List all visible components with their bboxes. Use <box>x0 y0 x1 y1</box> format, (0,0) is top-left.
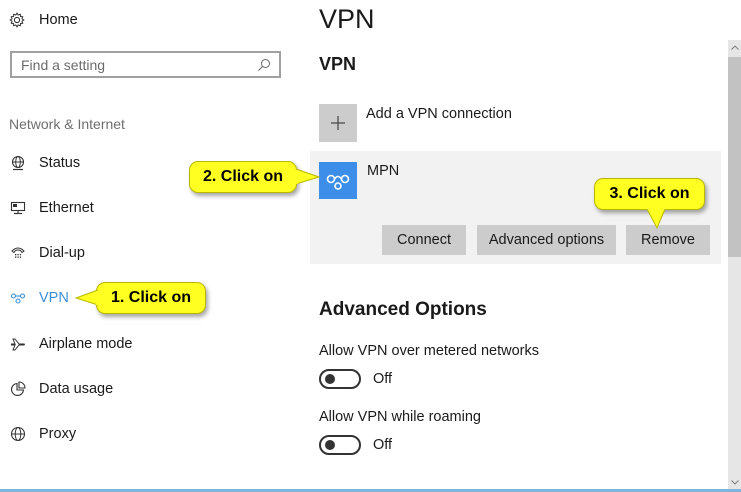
remove-button[interactable]: Remove <box>626 225 710 255</box>
globe-icon <box>9 426 26 443</box>
scroll-thumb[interactable] <box>728 57 741 257</box>
sidebar-item-airplane-mode[interactable]: Airplane mode <box>9 333 133 355</box>
callout-label: 1. Click on <box>110 289 192 306</box>
scroll-up-arrow-icon[interactable] <box>728 40 741 55</box>
dialup-phone-icon <box>9 245 26 262</box>
connect-button[interactable]: Connect <box>382 225 466 255</box>
sidebar-item-proxy[interactable]: Proxy <box>9 423 76 445</box>
setting-label-metered: Allow VPN over metered networks <box>319 343 539 359</box>
home-label: Home <box>39 12 78 28</box>
plus-icon <box>319 104 357 142</box>
vertical-scrollbar[interactable] <box>728 40 741 490</box>
toggle-state-label: Off <box>373 437 393 453</box>
callout-label: 3. Click on <box>609 185 690 202</box>
sidebar-home[interactable]: Home <box>9 9 78 31</box>
toggle-switch[interactable] <box>319 369 361 389</box>
sidebar-item-vpn[interactable]: VPN <box>9 287 69 309</box>
section-label-network: Network & Internet <box>9 116 125 132</box>
sidebar-item-label: Data usage <box>39 381 114 397</box>
search-input[interactable] <box>12 56 257 73</box>
vpn-connection-card[interactable]: MPN Connect Advanced options Remove <box>310 151 721 264</box>
search-icon[interactable] <box>257 58 271 72</box>
globe-status-icon <box>9 155 26 172</box>
section-title: VPN <box>319 54 357 74</box>
callout-step-3: 3. Click on <box>594 178 705 230</box>
search-box <box>10 51 281 78</box>
sidebar-item-ethernet[interactable]: Ethernet <box>9 197 94 219</box>
toggle-knob <box>325 440 335 450</box>
toggle-state-label: Off <box>373 371 393 387</box>
sidebar-item-dialup[interactable]: Dial-up <box>9 242 85 264</box>
pie-chart-icon <box>9 381 26 398</box>
sidebar-item-label: Proxy <box>39 426 77 442</box>
main-content: VPN VPN Add a VPN connection MPN Connect… <box>300 0 726 490</box>
scroll-down-arrow-icon[interactable] <box>728 475 741 490</box>
callout-step-1: 1. Click on <box>74 282 206 314</box>
sidebar-item-label: Airplane mode <box>39 336 133 352</box>
airplane-icon <box>9 336 26 353</box>
callout-step-2: 2. Click on <box>189 161 321 193</box>
vpn-connection-icon[interactable] <box>319 162 357 199</box>
sidebar-item-label: Status <box>39 155 81 171</box>
gear-icon <box>9 12 25 28</box>
window-bottom-border <box>0 489 741 492</box>
page-title: VPN <box>319 4 375 34</box>
toggle-metered-networks[interactable]: Off <box>319 369 392 389</box>
sidebar-item-data-usage[interactable]: Data usage <box>9 378 113 400</box>
toggle-roaming[interactable]: Off <box>319 435 392 455</box>
advanced-options-button[interactable]: Advanced options <box>477 225 616 255</box>
toggle-knob <box>325 374 335 384</box>
ethernet-icon <box>9 200 26 217</box>
toggle-switch[interactable] <box>319 435 361 455</box>
sidebar-item-label: VPN <box>39 290 69 306</box>
vpn-connection-name: MPN <box>367 163 400 179</box>
vpn-icon <box>9 290 26 307</box>
add-vpn-connection-button[interactable]: Add a VPN connection <box>319 104 512 142</box>
setting-label-roaming: Allow VPN while roaming <box>319 409 481 425</box>
sidebar-item-status[interactable]: Status <box>9 152 80 174</box>
add-vpn-label: Add a VPN connection <box>366 106 512 122</box>
sidebar-item-label: Dial-up <box>39 245 85 261</box>
sidebar-item-label: Ethernet <box>39 200 94 216</box>
callout-label: 2. Click on <box>202 168 284 185</box>
sidebar: Home Network & Internet Status Ethernet … <box>0 0 300 490</box>
advanced-options-heading: Advanced Options <box>319 299 487 320</box>
